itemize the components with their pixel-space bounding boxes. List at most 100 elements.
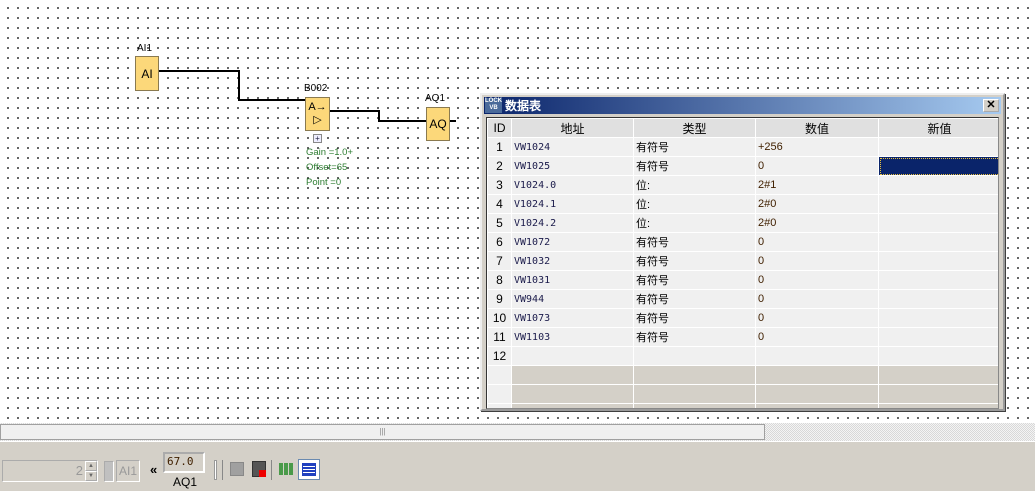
row-address[interactable]: VW1025 bbox=[511, 156, 634, 176]
row-address[interactable]: VW1103 bbox=[511, 327, 634, 347]
row-type[interactable] bbox=[633, 346, 756, 366]
input-spinner[interactable]: 2 ▲ ▼ bbox=[2, 460, 98, 482]
row-new-value[interactable] bbox=[878, 194, 998, 214]
row-type[interactable]: 有符号 bbox=[633, 327, 756, 347]
window-title: 数据表 bbox=[505, 99, 542, 113]
row-type[interactable]: 位: bbox=[633, 175, 756, 195]
empty-cell bbox=[755, 384, 879, 404]
scrollbar-thumb[interactable]: ||| bbox=[0, 424, 765, 440]
col-id[interactable]: ID bbox=[487, 118, 512, 138]
row-new-value[interactable] bbox=[878, 308, 998, 328]
row-new-value[interactable] bbox=[878, 137, 998, 157]
row-id[interactable]: 7 bbox=[487, 251, 512, 271]
row-value[interactable] bbox=[755, 346, 879, 366]
row-new-value[interactable] bbox=[878, 156, 998, 176]
row-new-value[interactable] bbox=[878, 289, 998, 309]
row-address[interactable]: VW944 bbox=[511, 289, 634, 309]
col-type[interactable]: 类型 bbox=[633, 118, 756, 138]
row-type[interactable]: 有符号 bbox=[633, 251, 756, 271]
row-value[interactable]: 0 bbox=[755, 308, 879, 328]
table-view-icon[interactable] bbox=[298, 459, 320, 480]
row-value[interactable]: 2#1 bbox=[755, 175, 879, 195]
row-id[interactable]: 9 bbox=[487, 289, 512, 309]
row-id[interactable]: 6 bbox=[487, 232, 512, 252]
spin-up-button[interactable]: ▲ bbox=[85, 461, 97, 471]
row-type[interactable]: 有符号 bbox=[633, 308, 756, 328]
amplifier-icon: ▷ bbox=[313, 114, 322, 126]
row-address[interactable]: V1024.1 bbox=[511, 194, 634, 214]
row-new-value[interactable] bbox=[878, 270, 998, 290]
row-value[interactable]: +256 bbox=[755, 137, 879, 157]
row-new-value[interactable] bbox=[878, 346, 998, 366]
row-id[interactable]: 8 bbox=[487, 270, 512, 290]
row-new-value[interactable] bbox=[878, 251, 998, 271]
disabled-tool-icon[interactable] bbox=[230, 462, 244, 476]
b002-block[interactable]: A→ ▷ bbox=[305, 97, 330, 131]
row-address[interactable]: VW1073 bbox=[511, 308, 634, 328]
row-value[interactable]: 2#0 bbox=[755, 194, 879, 214]
row-type[interactable]: 有符号 bbox=[633, 137, 756, 157]
stop-icon[interactable] bbox=[252, 461, 266, 477]
table-row[interactable]: 12 bbox=[487, 346, 998, 366]
row-address[interactable] bbox=[511, 346, 634, 366]
row-id[interactable]: 11 bbox=[487, 327, 512, 347]
col-value[interactable]: 数值 bbox=[755, 118, 879, 138]
row-type[interactable]: 位: bbox=[633, 213, 756, 233]
row-address[interactable]: VW1032 bbox=[511, 251, 634, 271]
row-new-value[interactable] bbox=[878, 175, 998, 195]
row-type[interactable]: 有符号 bbox=[633, 156, 756, 176]
empty-cell bbox=[511, 403, 634, 408]
close-button[interactable]: ✕ bbox=[983, 99, 999, 112]
row-value[interactable]: 0 bbox=[755, 270, 879, 290]
row-new-value[interactable] bbox=[878, 232, 998, 252]
row-id[interactable]: 10 bbox=[487, 308, 512, 328]
row-value[interactable]: 0 bbox=[755, 251, 879, 271]
row-address[interactable]: VW1024 bbox=[511, 137, 634, 157]
row-type[interactable]: 有符号 bbox=[633, 232, 756, 252]
col-new-value[interactable]: 新值 bbox=[878, 118, 998, 138]
spin-down-button[interactable]: ▼ bbox=[85, 471, 97, 481]
row-new-value[interactable] bbox=[878, 327, 998, 347]
grid-view-icon[interactable] bbox=[279, 463, 294, 475]
row-new-value[interactable] bbox=[878, 213, 998, 233]
col-address[interactable]: 地址 bbox=[511, 118, 634, 138]
slider-handle[interactable] bbox=[104, 461, 114, 482]
row-type[interactable]: 有符号 bbox=[633, 270, 756, 290]
row-value[interactable]: 0 bbox=[755, 156, 879, 176]
row-value[interactable]: 0 bbox=[755, 327, 879, 347]
row-id[interactable]: 5 bbox=[487, 213, 512, 233]
row-type[interactable]: 有符号 bbox=[633, 289, 756, 309]
row-id[interactable]: 4 bbox=[487, 194, 512, 214]
ai1-block[interactable]: AI bbox=[135, 56, 159, 91]
row-id[interactable]: 1 bbox=[487, 137, 512, 157]
row-id[interactable]: 2 bbox=[487, 156, 512, 176]
row-value[interactable]: 2#0 bbox=[755, 213, 879, 233]
row-address[interactable]: V1024.0 bbox=[511, 175, 634, 195]
horizontal-scrollbar[interactable]: ||| bbox=[0, 423, 1035, 441]
row-type[interactable]: 位: bbox=[633, 194, 756, 214]
row-address[interactable]: V1024.2 bbox=[511, 213, 634, 233]
empty-row bbox=[487, 403, 998, 408]
expand-button[interactable]: + bbox=[313, 134, 322, 143]
row-value[interactable]: 0 bbox=[755, 289, 879, 309]
row-id[interactable]: 12 bbox=[487, 346, 512, 366]
row-id[interactable]: 3 bbox=[487, 175, 512, 195]
empty-cell bbox=[487, 403, 512, 408]
aq1-block[interactable]: AQ bbox=[426, 107, 450, 141]
row-address[interactable]: VW1072 bbox=[511, 232, 634, 252]
row-address[interactable]: VW1031 bbox=[511, 270, 634, 290]
row-value[interactable]: 0 bbox=[755, 232, 879, 252]
